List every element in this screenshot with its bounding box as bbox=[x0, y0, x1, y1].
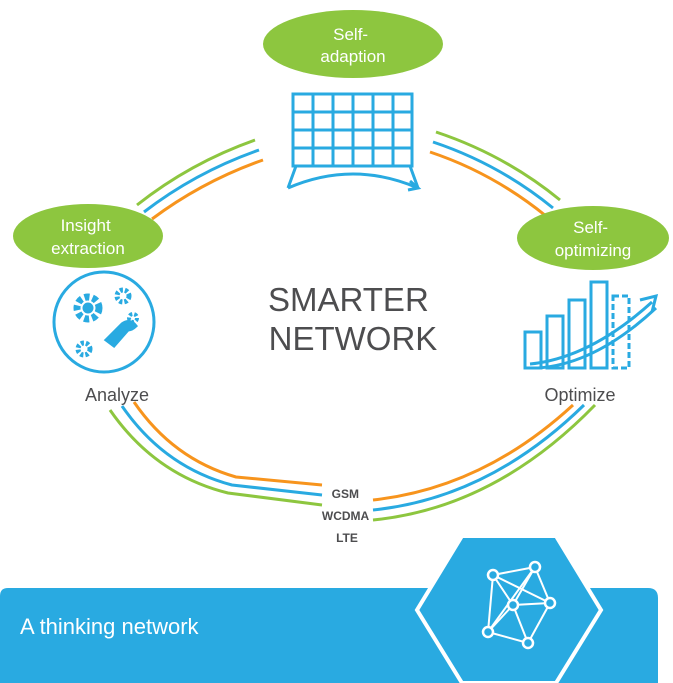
caption-analyze: Analyze bbox=[85, 385, 149, 405]
bubble-insight-extraction-line1: Insight bbox=[61, 216, 111, 235]
arc-lower-left-green bbox=[108, 409, 323, 507]
network-mesh-icon bbox=[414, 534, 604, 683]
banner-title: A thinking network bbox=[20, 614, 200, 639]
arc-upper-right-green bbox=[435, 130, 561, 202]
bubble-self-optimizing-line2: optimizing bbox=[555, 241, 632, 260]
svg-text:Self- adaption: Self- adaption bbox=[320, 25, 385, 66]
bubble-self-adaption-line1: Self- bbox=[333, 25, 368, 44]
center-title-line2: NETWORK bbox=[269, 320, 438, 357]
node-self-optimizing: Self- optimizing Optimize bbox=[517, 206, 669, 405]
arc-lower-right-blue bbox=[372, 403, 586, 512]
arc-lower-left-orange bbox=[132, 401, 323, 487]
tech-wcdma: WCDMA bbox=[322, 509, 370, 523]
arc-upper-left-green bbox=[136, 138, 256, 207]
center-title-line1: SMARTER bbox=[268, 281, 429, 318]
bubble-insight-extraction-line2: extraction bbox=[51, 239, 125, 258]
antenna-grid-icon bbox=[286, 92, 422, 192]
tech-lte: LTE bbox=[336, 531, 358, 545]
arc-lower-left-blue bbox=[120, 405, 323, 497]
node-insight-extraction: Insight extraction Analyze bbox=[13, 204, 163, 405]
caption-optimize: Optimize bbox=[544, 385, 615, 405]
technology-list: GSM WCDMA LTE bbox=[322, 487, 372, 545]
bubble-self-optimizing-line1: Self- bbox=[573, 218, 608, 237]
growth-chart-icon bbox=[523, 280, 659, 370]
bubble-self-optimizing bbox=[517, 206, 669, 270]
bubble-self-adaption-line2: adaption bbox=[320, 47, 385, 66]
arc-lower-right-green bbox=[372, 403, 597, 522]
center-title: SMARTER NETWORK bbox=[268, 281, 438, 357]
svg-text:Insight extraction: Insight extraction bbox=[51, 216, 125, 258]
node-self-adaption: Self- adaption bbox=[263, 10, 443, 192]
tech-gsm: GSM bbox=[332, 487, 359, 501]
arc-upper-right-orange bbox=[429, 150, 547, 218]
arc-upper-left-orange bbox=[151, 158, 264, 221]
bubble-self-adaption bbox=[263, 10, 443, 78]
arc-upper-right-blue bbox=[432, 140, 554, 210]
banner: A thinking network bbox=[0, 534, 658, 683]
arc-lower-right-orange bbox=[372, 403, 575, 502]
arc-upper-left-blue bbox=[143, 148, 260, 214]
svg-text:Self- optimizing: Self- optimizing bbox=[555, 218, 632, 260]
ring-arcs bbox=[108, 130, 597, 522]
gears-wrench-icon bbox=[52, 270, 156, 374]
bubble-insight-extraction bbox=[13, 204, 163, 268]
